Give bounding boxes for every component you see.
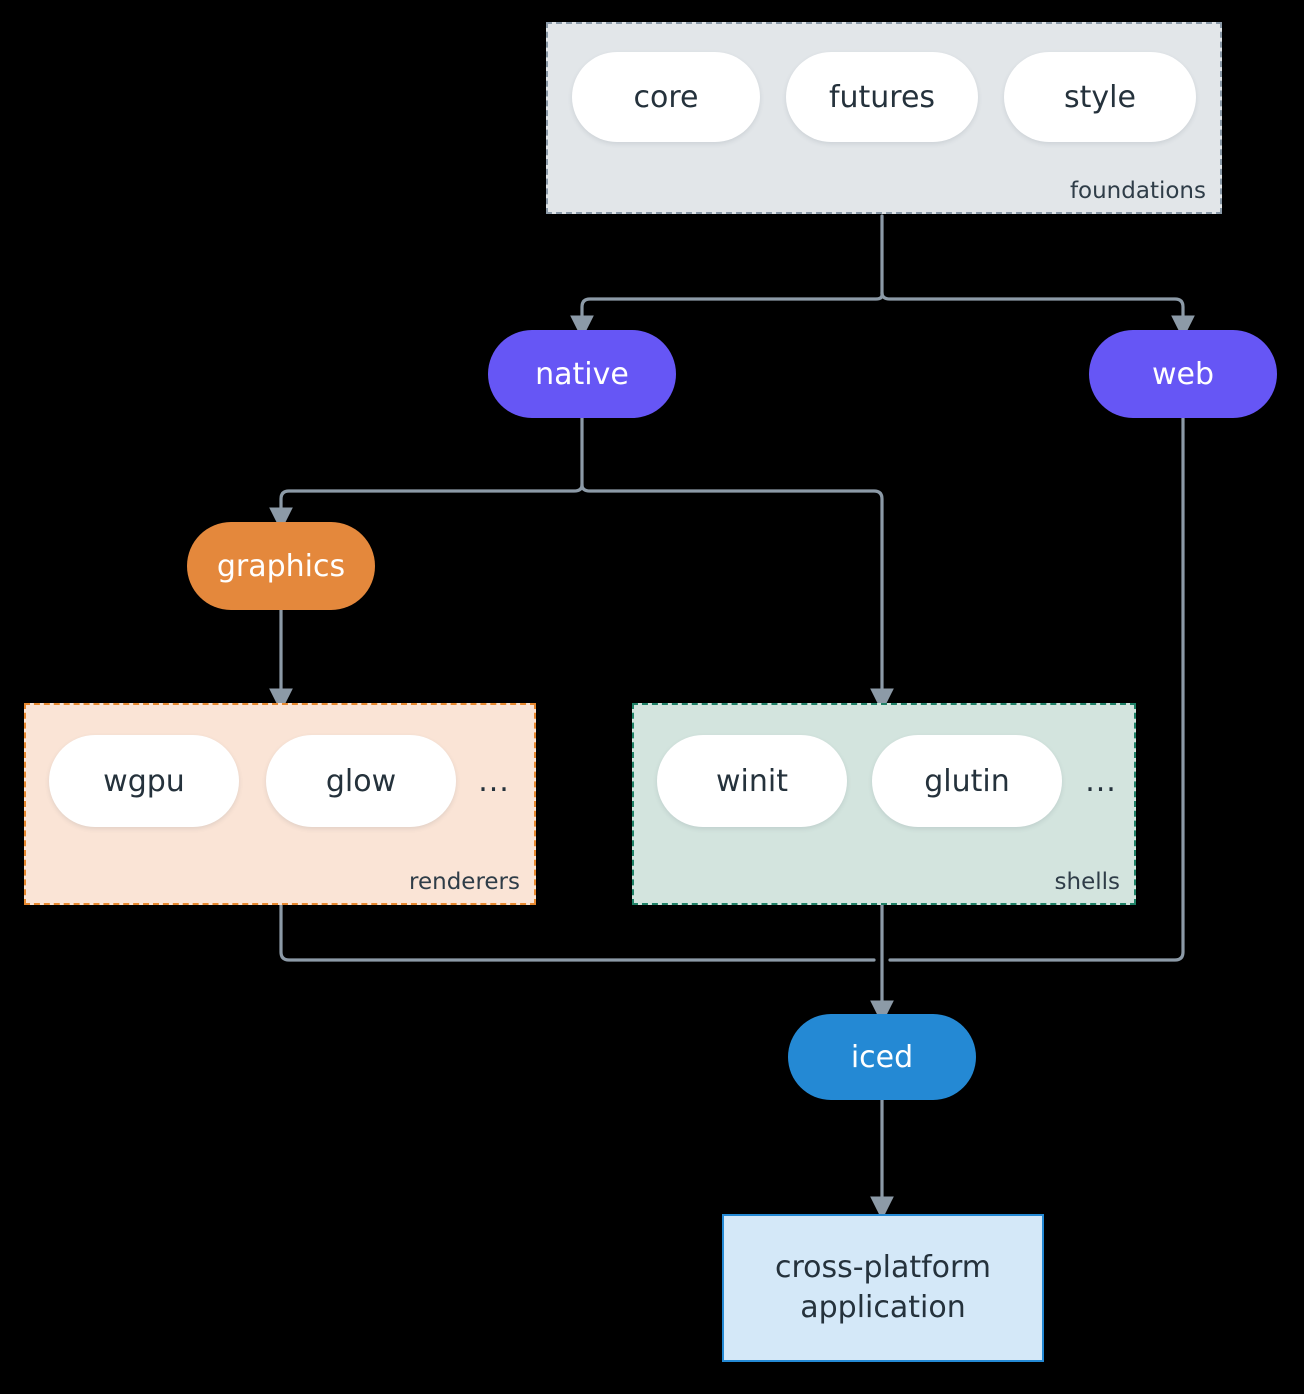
node-native-label: native [535,356,629,392]
cluster-renderers-label: renderers [409,869,520,895]
edge-foundations-to-native [570,291,884,340]
node-winit[interactable]: winit [657,735,847,827]
edge-native-to-shells [580,483,894,713]
node-iced[interactable]: iced [788,1014,976,1100]
edge-renderers-to-iced [279,903,876,962]
shells-ellipsis: ... [1085,763,1117,799]
node-web[interactable]: web [1089,330,1277,418]
node-native[interactable]: native [488,330,676,418]
node-futures-label: futures [828,79,936,115]
node-cross-platform-application[interactable]: cross-platform application [722,1214,1044,1362]
node-glutin[interactable]: glutin [872,735,1062,827]
cluster-shells-label: shells [1054,869,1120,895]
node-glow-label: glow [325,763,397,799]
node-core-label: core [633,79,699,115]
node-graphics[interactable]: graphics [187,522,375,610]
application-line-1: cross-platform [774,1250,992,1286]
node-futures[interactable]: futures [786,52,978,142]
cluster-foundations-label: foundations [1069,178,1206,204]
node-core[interactable]: core [572,52,760,142]
edge-foundations-to-web [880,291,1195,340]
node-style-label: style [1064,79,1136,115]
node-wgpu-label: wgpu [103,763,185,799]
node-iced-label: iced [850,1039,914,1075]
node-style[interactable]: style [1004,52,1196,142]
application-line-2: application [800,1290,966,1325]
node-web-label: web [1151,356,1215,392]
node-glutin-label: glutin [924,763,1010,799]
renderers-ellipsis: ... [478,763,510,799]
node-winit-label: winit [716,763,788,799]
edge-native-to-graphics [269,483,584,532]
node-glow[interactable]: glow [266,735,456,827]
node-wgpu[interactable]: wgpu [49,735,239,827]
node-graphics-label: graphics [216,548,346,584]
